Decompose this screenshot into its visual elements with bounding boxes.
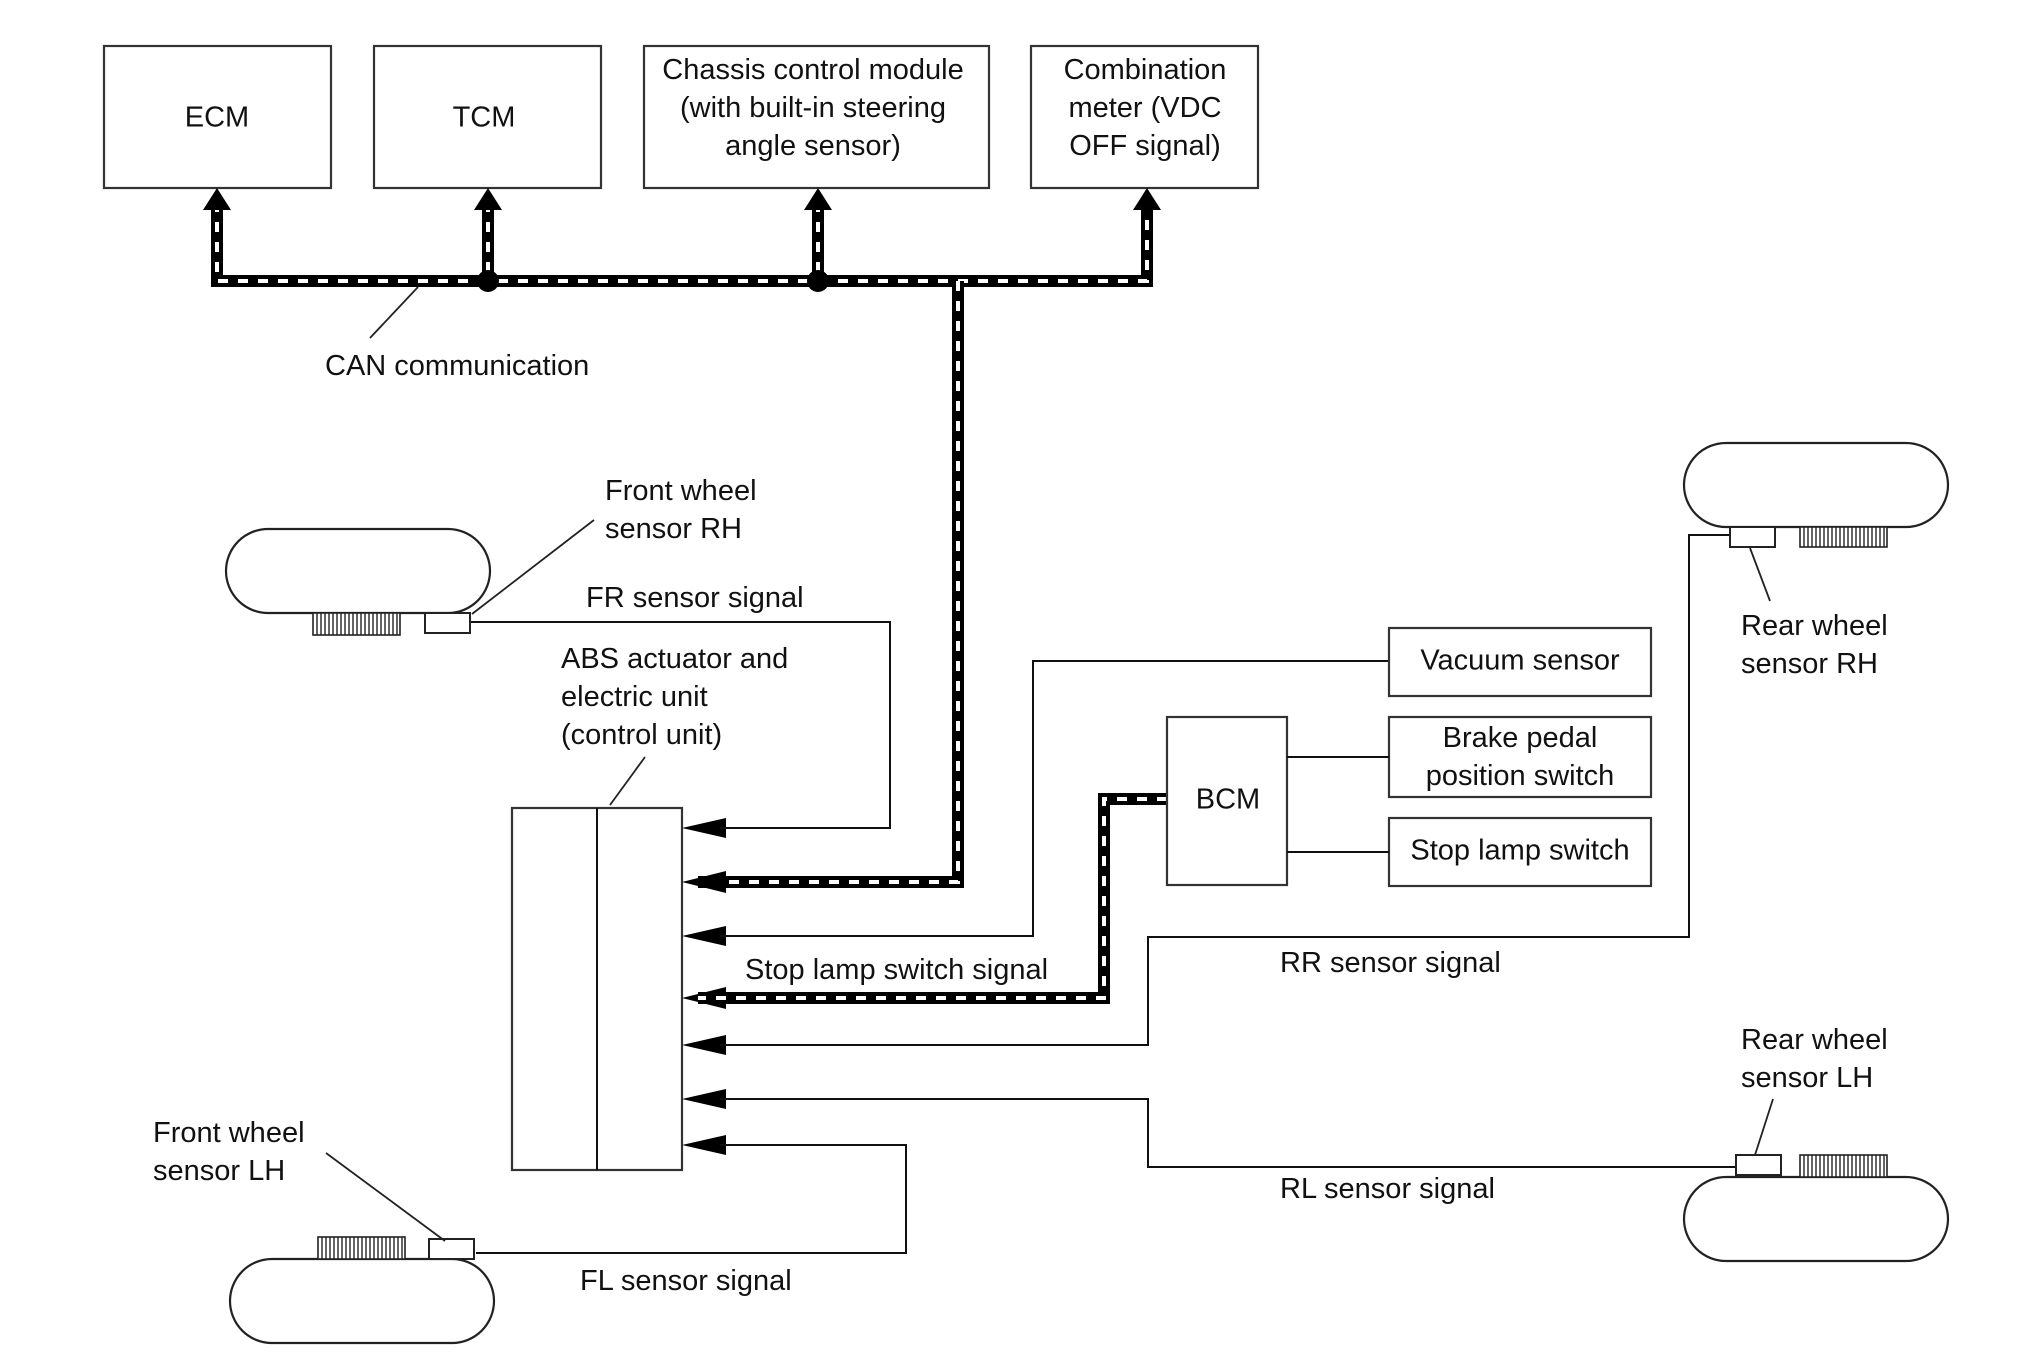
- ecm-module: ECM: [102, 44, 333, 190]
- tcm-label: TCM: [453, 102, 516, 134]
- wheel-sensor-rl: [1735, 1154, 1782, 1176]
- fr-signal-wire: [470, 621, 891, 829]
- arrow-rl-input: [682, 1089, 726, 1109]
- tone-ring-rr: [1799, 526, 1888, 548]
- wheel-sensor-fr: [424, 612, 471, 634]
- stop-lamp-switch: Stop lamp switch: [1387, 816, 1653, 888]
- arrow-to-ecm: [203, 188, 231, 210]
- tire-fr: [224, 527, 492, 615]
- wheel-sensor-fl: [428, 1238, 475, 1260]
- combination-meter-label: Combination meter (VDC OFF signal): [1064, 54, 1227, 162]
- text-line: position switch: [1426, 760, 1615, 792]
- text-line: Rear wheel: [1741, 1024, 1888, 1056]
- rl-sensor-leader: [1754, 1098, 1774, 1156]
- fr-signal-label: FR sensor signal: [586, 582, 804, 614]
- front-wheel-sensor-lh-label: Front wheel sensor LH: [153, 1117, 305, 1187]
- arrow-vacuum-input: [682, 926, 726, 946]
- rear-wheel-sensor-lh-label: Rear wheel sensor LH: [1741, 1024, 1888, 1094]
- rl-signal-wire: [720, 1098, 1736, 1168]
- stop-lamp-switch-label: Stop lamp switch: [1410, 835, 1629, 867]
- text-line: sensor RH: [605, 513, 742, 545]
- abs-leader-line: [609, 756, 646, 806]
- text-line: (control unit): [561, 719, 722, 751]
- front-wheel-rh: [224, 527, 492, 636]
- rr-signal-wire: [720, 534, 1730, 1046]
- arrow-rr-input: [682, 1035, 726, 1055]
- fl-signal-label: FL sensor signal: [580, 1265, 792, 1297]
- chassis-control-module-label: Chassis control module (with built-in ste…: [662, 54, 963, 162]
- text-line: sensor LH: [153, 1155, 285, 1187]
- text-line: angle sensor): [725, 130, 901, 162]
- tire-fl: [228, 1257, 496, 1345]
- text-line: Rear wheel: [1741, 610, 1888, 642]
- rr-signal-label: RR sensor signal: [1280, 947, 1501, 979]
- can-bus: [203, 188, 1161, 888]
- text-line: Brake pedal: [1443, 722, 1598, 754]
- bcm-module: BCM: [1165, 715, 1289, 887]
- rr-sensor-leader: [1749, 547, 1771, 602]
- rl-signal-label: RL sensor signal: [1280, 1173, 1495, 1205]
- text-line: Combination: [1064, 54, 1227, 86]
- brake-pedal-switch-label: Brake pedal position switch: [1426, 722, 1615, 792]
- arrow-to-meter: [1133, 188, 1161, 210]
- text-line: (with built-in steering: [680, 92, 946, 124]
- abs-input-arrows: [682, 818, 726, 1155]
- combination-meter: Combination meter (VDC OFF signal): [1029, 44, 1260, 190]
- rear-wheel-sensor-rh-label: Rear wheel sensor RH: [1741, 610, 1888, 680]
- stop-lamp-signal-wire: [698, 793, 1167, 1004]
- tone-ring-fl: [317, 1236, 406, 1260]
- bcm-label: BCM: [1196, 784, 1260, 816]
- wheel-sensor-rr: [1729, 526, 1776, 548]
- vacuum-signal-wire: [720, 660, 1389, 937]
- rear-wheel-rh: [1682, 441, 1950, 548]
- vacuum-sensor-label: Vacuum sensor: [1420, 645, 1620, 677]
- rear-wheel-lh: [1682, 1154, 1950, 1263]
- can-communication-label: CAN communication: [325, 350, 589, 382]
- arrow-fr-input: [682, 818, 726, 838]
- tone-ring-rl: [1799, 1154, 1888, 1178]
- text-line: Front wheel: [605, 475, 757, 507]
- fr-sensor-leader: [471, 519, 595, 615]
- front-wheel-sensor-rh-label: Front wheel sensor RH: [605, 475, 757, 545]
- arrow-can-input: [682, 871, 726, 893]
- stop-lamp-signal-label: Stop lamp switch signal: [745, 954, 1048, 986]
- chassis-control-module: Chassis control module (with built-in ste…: [642, 44, 991, 190]
- text-line: Front wheel: [153, 1117, 305, 1149]
- front-wheel-lh: [228, 1236, 496, 1345]
- vacuum-sensor: Vacuum sensor: [1387, 626, 1653, 698]
- tcm-module: TCM: [372, 44, 603, 190]
- fl-sensor-leader: [325, 1152, 446, 1242]
- text-line: sensor LH: [1741, 1062, 1873, 1094]
- text-line: electric unit: [561, 681, 708, 713]
- can-junction-chassis: [807, 270, 829, 292]
- ecm-label: ECM: [185, 102, 249, 134]
- can-junction-tcm: [477, 270, 499, 292]
- text-line: Chassis control module: [662, 54, 963, 86]
- arrow-to-chassis: [804, 188, 832, 210]
- can-leader-line: [369, 286, 419, 339]
- text-line: OFF signal): [1069, 130, 1220, 162]
- fl-signal-wire: [476, 1144, 907, 1254]
- brake-pedal-position-switch: Brake pedal position switch: [1387, 715, 1653, 799]
- abs-actuator-unit: [510, 806, 684, 1172]
- tone-ring-fr: [312, 612, 401, 636]
- text-line: sensor RH: [1741, 648, 1878, 680]
- arrow-fl-input: [682, 1135, 726, 1155]
- tire-rl: [1682, 1175, 1950, 1263]
- text-line: ABS actuator and: [561, 643, 788, 675]
- text-line: meter (VDC: [1068, 92, 1221, 124]
- abs-unit-label: ABS actuator and electric unit (control un…: [561, 643, 788, 751]
- arrow-to-tcm: [474, 188, 502, 210]
- tire-rr: [1682, 441, 1950, 529]
